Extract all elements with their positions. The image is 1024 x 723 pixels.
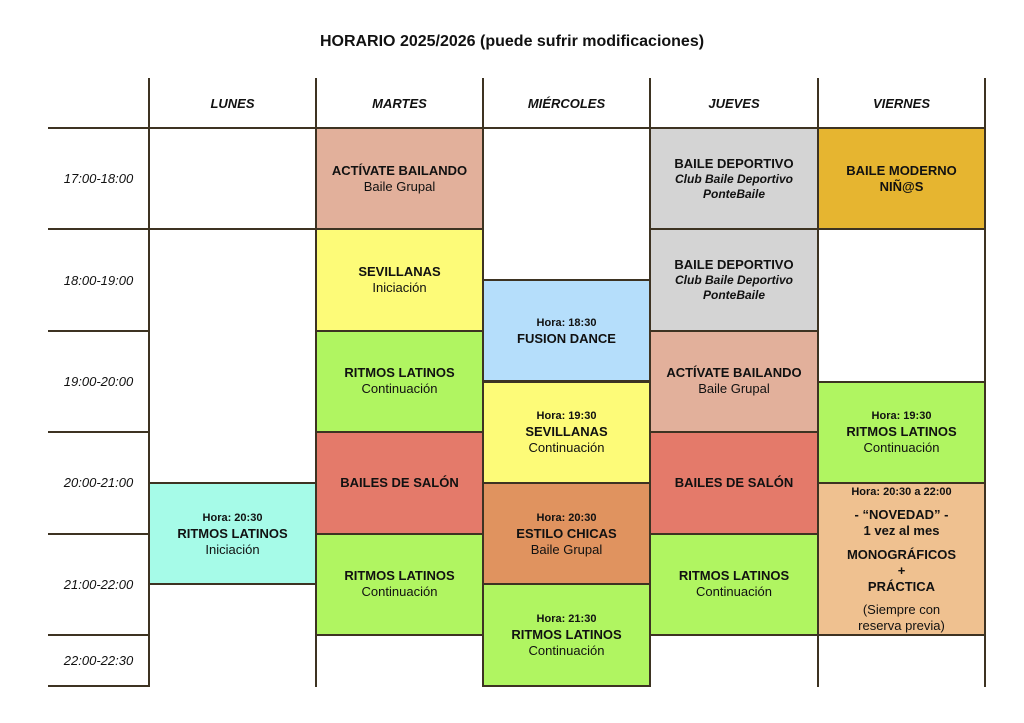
- class-subtitle: Club Baile Deportivo: [674, 273, 793, 288]
- class-title: BAILES DE SALÓN: [674, 474, 794, 490]
- class-subtitle: Baile Grupal: [530, 541, 603, 557]
- class-time: Hora: 20:30: [202, 511, 263, 524]
- class-title: RITMOS LATINOS: [344, 365, 455, 381]
- class-subtitle: Baile Grupal: [363, 178, 436, 194]
- class-title: MONOGRÁFICOS: [846, 546, 957, 562]
- day-header: MIÉRCOLES: [527, 95, 606, 111]
- class-time: Hora: 18:30: [536, 316, 597, 329]
- class-time: Hora: 19:30: [536, 410, 597, 423]
- class-title: ACTÍVATE BAILANDO: [666, 365, 802, 381]
- class-block: BAILES DE SALÓN: [315, 431, 484, 535]
- grid-line-time: [48, 431, 149, 434]
- time-slot-label: 21:00-22:00: [63, 576, 134, 592]
- day-header: VIERNES: [872, 95, 931, 111]
- grid-line-header: [48, 127, 985, 129]
- class-subtitle: PonteBaile: [702, 288, 765, 303]
- class-time: Hora: 19:30: [871, 410, 932, 423]
- class-title: RITMOS LATINOS: [678, 568, 790, 584]
- class-subtitle: Baile Grupal: [698, 381, 770, 397]
- class-title: - “NOVEDAD” -: [854, 507, 949, 523]
- class-subtitle: Continuación: [528, 642, 605, 658]
- class-title: ACTÍVATE BAILANDO: [331, 162, 468, 178]
- class-subtitle: reserva previa): [858, 617, 945, 633]
- class-time: Hora: 20:30: [536, 511, 597, 524]
- class-title: RITMOS LATINOS: [344, 568, 455, 584]
- class-title: +: [897, 562, 906, 578]
- class-subtitle: Continuación: [361, 381, 438, 397]
- time-slot-label: 20:00-21:00: [63, 475, 134, 491]
- class-title: BAILE MODERNO: [846, 162, 957, 178]
- day-header: JUEVES: [708, 95, 760, 111]
- class-subtitle: Continuación: [696, 584, 772, 600]
- class-title: PRÁCTICA: [867, 578, 936, 594]
- time-slot-label: 17:00-18:00: [63, 171, 134, 187]
- class-title: FUSION DANCE: [517, 330, 616, 346]
- grid-line-lunes: [149, 228, 316, 231]
- grid-line-time: [48, 684, 149, 687]
- time-slot-label: 22:00-22:30: [63, 652, 134, 668]
- class-title: NIÑ@S: [879, 178, 924, 194]
- class-subtitle: Club Baile Deportivo: [674, 171, 793, 186]
- class-title: BAILE DEPORTIVO: [674, 257, 794, 273]
- class-subtitle: Continuación: [528, 440, 605, 456]
- class-subtitle: PonteBaile: [702, 186, 765, 201]
- grid-line-time: [48, 532, 149, 535]
- class-subtitle: Continuación: [863, 440, 940, 456]
- class-title: ESTILO CHICAS: [516, 525, 617, 541]
- class-subtitle: (Siempre con: [862, 601, 941, 617]
- grid-line-time: [48, 329, 149, 332]
- class-time: Hora: 20:30 a 22:00: [851, 485, 952, 498]
- grid-line-vertical: [148, 78, 150, 687]
- class-title: RITMOS LATINOS: [511, 626, 622, 642]
- class-title: 1 vez al mes: [863, 523, 940, 539]
- class-title: BAILES DE SALÓN: [340, 474, 459, 490]
- class-subtitle: Iniciación: [205, 541, 260, 557]
- class-subtitle: Continuación: [361, 584, 438, 600]
- class-title: SEVILLANAS: [525, 424, 608, 440]
- class-title: BAILE DEPORTIVO: [674, 155, 794, 171]
- class-block: BAILES DE SALÓN: [649, 431, 819, 535]
- class-title: RITMOS LATINOS: [846, 424, 957, 440]
- grid-line-time: [48, 634, 149, 636]
- day-header: LUNES: [210, 95, 255, 111]
- time-slot-label: 19:00-20:00: [63, 373, 134, 389]
- class-title: RITMOS LATINOS: [177, 525, 288, 541]
- class-subtitle: Iniciación: [372, 280, 427, 296]
- day-header: MARTES: [372, 95, 427, 111]
- time-slot-label: 18:00-19:00: [63, 272, 134, 288]
- grid-line-time: [48, 228, 149, 231]
- class-title: SEVILLANAS: [358, 264, 441, 280]
- page-title: HORARIO 2025/2026 (puede sufrir modifica…: [319, 33, 705, 50]
- class-time: Hora: 21:30: [536, 612, 597, 625]
- class-block: Hora: 20:30 a 22:00 - “NOVEDAD” -1 vez al…: [817, 481, 986, 636]
